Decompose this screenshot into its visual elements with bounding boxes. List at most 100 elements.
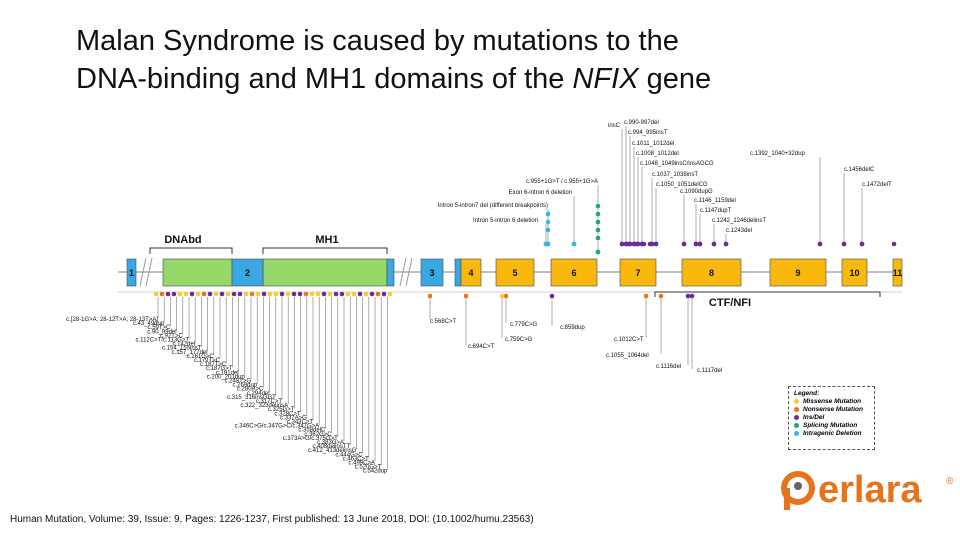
perlara-p-mark-icon — [781, 471, 815, 510]
mutation-label: c.92T>C — [160, 333, 184, 339]
mutation-dot-icon — [273, 291, 279, 297]
splicing-dot-icon — [595, 235, 601, 241]
dnabd-region — [162, 258, 233, 287]
mutation-dot-icon — [643, 293, 649, 299]
mutation-dot-icon — [543, 241, 549, 247]
mutation-dot-icon — [841, 241, 847, 247]
mutation-label: c.412_413delinsG — [308, 448, 357, 454]
mutation-label: c.499C>A — [348, 461, 375, 467]
mutation-legend: Legend: Missense Mutation Nonsense Mutat… — [788, 386, 875, 450]
mutation-label: c.187G>T — [206, 366, 233, 372]
exon-label: 9 — [795, 268, 800, 278]
mutation-label: c.1456delC — [844, 167, 875, 173]
exon-6 — [550, 258, 598, 287]
mutation-label: c.994_995insT — [628, 130, 668, 136]
mutation-dot-icon — [571, 241, 577, 247]
mutation-dot-icon — [189, 291, 195, 297]
exon-label: 5 — [512, 268, 517, 278]
mutation-markers — [153, 203, 897, 299]
legend-label: Intragenic Deletion — [803, 430, 862, 437]
mutation-dot-icon — [255, 291, 261, 297]
mutation-label: c.568C>T — [430, 319, 457, 325]
mutation-label: c.1055_1064del — [606, 353, 649, 359]
insdel-dot-icon — [633, 241, 639, 247]
mutation-label: c.337A>G — [280, 415, 307, 421]
mutation-label: c.542dup — [363, 469, 388, 475]
mutation-label: c.1048_1049insC/insAGCG — [640, 161, 714, 167]
mutation-label: c.317C>T — [256, 399, 283, 405]
domain-label: CTF/NFI — [709, 297, 751, 309]
exon-2 — [231, 258, 264, 287]
legend-item-intragenic: Intragenic Deletion — [794, 430, 874, 437]
mutation-dot-icon — [681, 241, 687, 247]
mutation-dot-icon — [159, 291, 165, 297]
exon-3 — [420, 258, 444, 287]
mutation-dot-icon — [817, 241, 823, 247]
splicing-dot-icon — [794, 423, 799, 428]
mutation-dot-icon — [859, 241, 865, 247]
mutation-label: c.142del — [173, 342, 196, 348]
exon-label: 7 — [635, 268, 640, 278]
leader-lines — [157, 126, 863, 470]
exon-label: 4 — [468, 268, 473, 278]
mutation-label: c.1008_1012del — [636, 151, 679, 157]
mutation-dot-icon — [351, 291, 357, 297]
axis-break-mark — [145, 257, 153, 287]
mutation-dot-icon — [183, 291, 189, 297]
mutation-label: c.154_155insT — [162, 346, 202, 352]
title-line-1: Malan Syndrome is caused by mutations to… — [76, 25, 679, 57]
mutation-dot-icon — [697, 241, 703, 247]
axis-break-mark — [399, 257, 407, 287]
mutation-label: c.1147dupT — [700, 208, 732, 214]
mutation-label: c.1146_1159del — [694, 198, 736, 204]
mutation-label: c.90_99del — [147, 329, 176, 335]
mutation-dot-icon — [201, 291, 207, 297]
mutation-label: Exon 6-intron 6 deletion — [509, 190, 572, 196]
insdel-dot-icon — [891, 241, 897, 247]
mutation-dot-icon — [219, 291, 225, 297]
mutation-label: c.43_49dup — [133, 321, 165, 327]
mutation-label: c.179T>C — [194, 358, 221, 364]
mutation-label: c.955+1G>T / c.955+1G>A — [526, 179, 598, 185]
mutation-label: c.161G>C — [187, 354, 215, 360]
mutation-dot-icon — [243, 291, 249, 297]
mutation-label: c.248T>G — [224, 379, 251, 385]
logo-wordmark: erlara — [818, 469, 922, 511]
legend-label: Splicing Mutation — [803, 422, 858, 429]
exon-10 — [841, 258, 868, 287]
mutation-dot-icon — [225, 291, 231, 297]
mutation-label: c.779C>G — [510, 322, 538, 328]
mutation-label: c.[28-1G>A; 28-12T>A; 28-13T>A] — [66, 317, 158, 323]
mutation-dot-icon — [285, 291, 291, 297]
mutation-dot-icon — [153, 291, 159, 297]
exon-1 — [126, 258, 137, 287]
mutation-label: c.383G>A — [317, 440, 344, 446]
mutation-label: Intron 5-intron 6 deletion — [473, 218, 538, 224]
legend-title: Legend: — [794, 390, 820, 397]
mutation-dot-icon — [595, 249, 601, 255]
mutation-dot-icon — [231, 291, 237, 297]
mutation-label: c.520G>T — [355, 465, 382, 471]
mh1-region — [262, 258, 388, 287]
mutation-label: c.694C>T — [468, 344, 495, 350]
nonsense-dot-icon — [794, 407, 799, 412]
mutation-dot-icon — [207, 291, 213, 297]
mutation-dot-icon — [297, 291, 303, 297]
mutation-label: c.1243del — [726, 228, 752, 234]
insdel-dot-icon — [641, 241, 647, 247]
mutation-dot-icon — [363, 291, 369, 297]
mutation-dot-icon — [375, 291, 381, 297]
axis-break-mark — [405, 257, 413, 287]
domain-bracket — [654, 291, 881, 297]
exon-label: 1 — [129, 268, 134, 278]
intragenic-dot-icon — [545, 227, 551, 233]
mutation-label: c.322_323delinsA — [240, 403, 288, 409]
mutation-label: c.280A>C — [237, 387, 264, 393]
mutation-label: c.1117del — [697, 368, 722, 374]
legend-item-missense: Missense Mutation — [794, 398, 874, 405]
mutation-dot-icon — [171, 291, 177, 297]
exon-label: 3 — [429, 268, 434, 278]
exon-label: 6 — [571, 268, 576, 278]
mutation-dot-icon — [711, 241, 717, 247]
